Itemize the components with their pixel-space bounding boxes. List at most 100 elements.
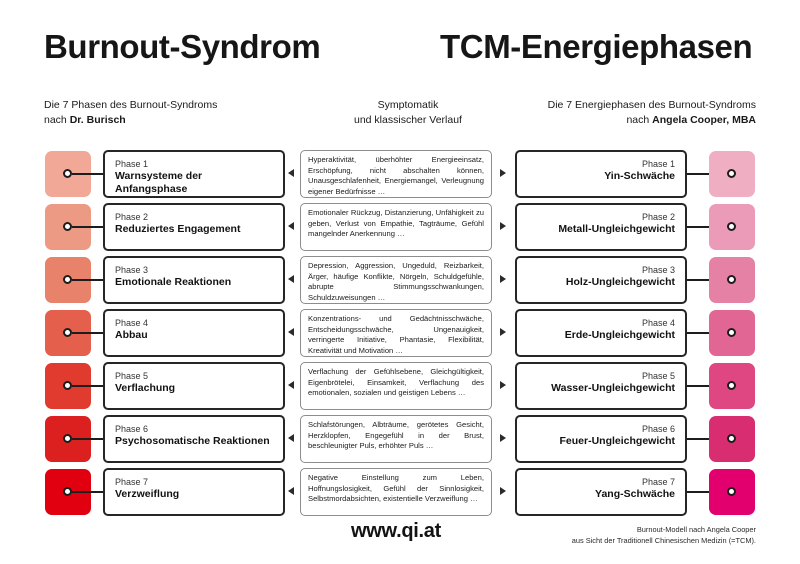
burnout-phase-number: Phase 4 [115,318,149,328]
connector-dot-left [63,222,72,231]
arrow-left-icon [288,434,294,442]
connector-dot-right [727,275,736,284]
burnout-phase-name: Verzweiflung [115,488,180,500]
arrow-right-icon [500,169,506,177]
burnout-phase-name: Reduziertes Engagement [115,223,241,235]
connector-line-right [687,279,728,281]
tcm-phase-number: Phase 6 [641,424,675,434]
symptom-text: Negative Einstellung zum Leben, Hoffnung… [308,473,484,504]
burnout-phase-number: Phase 3 [115,265,149,275]
connector-dot-right [727,434,736,443]
column-subtitle-middle: Symptomatik und klassischer Verlauf [300,98,516,128]
arrow-left-icon [288,169,294,177]
subtitle-right-prefix: nach [626,114,653,126]
arrow-right-icon [500,434,506,442]
connector-dot-right [727,222,736,231]
tcm-phase-number: Phase 2 [641,212,675,222]
symptom-box[interactable]: Verflachung der Gefühlsebene, Gleichgült… [300,362,492,410]
arrow-left-icon [288,381,294,389]
symptom-box[interactable]: Negative Einstellung zum Leben, Hoffnung… [300,468,492,516]
tcm-phase-name: Yang-Schwäche [595,488,675,500]
connector-line-right [687,173,728,175]
symptom-box[interactable]: Schlafstörungen, Albträume, gerötetes Ge… [300,415,492,463]
arrow-right-icon [500,381,506,389]
symptom-box[interactable]: Emotionaler Rückzug, Distanzierung, Unfä… [300,203,492,251]
tcm-phase-number: Phase 3 [641,265,675,275]
connector-dot-left [63,328,72,337]
burnout-phase-number: Phase 5 [115,371,149,381]
page-title-left: Burnout-Syndrom [44,28,321,65]
tcm-phase-number: Phase 4 [641,318,675,328]
credit-line-2: aus Sicht der Traditionell Chinesischen … [571,536,756,545]
column-subtitle-right: Die 7 Energiephasen des Burnout-Syndroms… [504,98,756,128]
tcm-phase-name: Feuer-Ungleichgewicht [559,435,675,447]
arrow-left-icon [288,487,294,495]
subtitle-left-line2: nach Dr. Burisch [44,113,217,128]
symptom-box[interactable]: Hyperaktivität, überhöhter Energieeinsat… [300,150,492,198]
connector-line-left [72,332,104,334]
subtitle-left-author: Dr. Burisch [69,114,126,126]
connector-line-left [72,385,104,387]
burnout-phase-number: Phase 1 [115,159,149,169]
connector-dot-right [727,169,736,178]
tcm-phase-name: Holz-Ungleichgewicht [565,276,675,288]
page-title-right: TCM-Energiephasen [440,28,753,65]
burnout-phase-name: Emotionale Reaktionen [115,276,232,288]
connector-dot-right [727,328,736,337]
tcm-phase-name: Wasser-Ungleichgewicht [551,382,675,394]
website-link[interactable]: www.qi.at [351,520,441,542]
burnout-phase-number: Phase 2 [115,212,149,222]
connector-line-left [72,438,104,440]
tcm-phase-name: Erde-Ungleichgewicht [564,329,675,341]
tcm-phase-number: Phase 1 [641,159,675,169]
connector-line-right [687,226,728,228]
connector-dot-right [727,381,736,390]
credit-line-1: Burnout-Modell nach Angela Cooper [636,525,756,534]
symptom-box[interactable]: Konzentrations- und Gedächtnisschwäche, … [300,309,492,357]
subtitle-mid-line1: Symptomatik [377,99,439,111]
symptom-text: Hyperaktivität, überhöhter Energieeinsat… [308,155,484,196]
burnout-phase-name: Verflachung [115,382,176,394]
connector-dot-left [63,434,72,443]
burnout-phase-name: Warnsysteme der Anfangsphase [115,170,203,195]
connector-dot-left [63,487,72,496]
connector-line-right [687,438,728,440]
burnout-phase-name: Abbau [115,329,148,341]
footer: www.qi.at Burnout-Modell nach Angela Coo… [0,512,800,564]
connector-line-right [687,491,728,493]
subtitle-right-line1: Die 7 Energiephasen des Burnout-Syndroms [547,99,756,111]
connector-line-left [72,279,104,281]
arrow-right-icon [500,275,506,283]
symptom-box[interactable]: Depression, Aggression, Ungeduld, Reizba… [300,256,492,304]
arrow-right-icon [500,222,506,230]
connector-line-right [687,332,728,334]
tcm-phase-number: Phase 7 [641,477,675,487]
symptom-text: Depression, Aggression, Ungeduld, Reizba… [308,261,484,302]
subtitle-right-line2: nach Angela Cooper, MBA [504,113,756,128]
connector-line-left [72,491,104,493]
subtitle-mid-line2: und klassischer Verlauf [354,114,462,126]
arrow-left-icon [288,328,294,336]
